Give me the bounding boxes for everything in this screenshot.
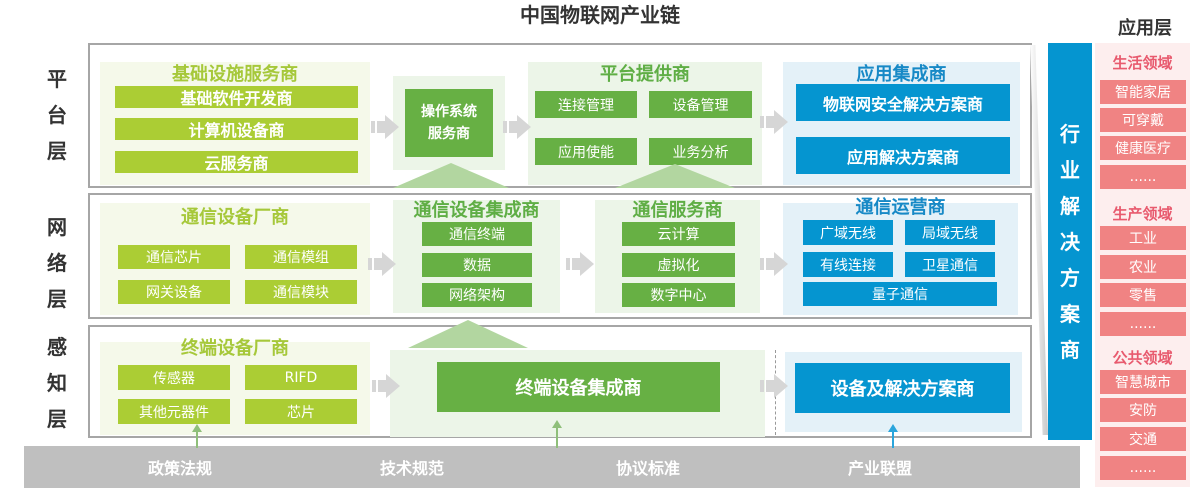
operator-item: 局域无线 bbox=[905, 220, 995, 245]
comm-service-item: 数字中心 bbox=[622, 283, 735, 307]
app-item: 交通 bbox=[1100, 427, 1186, 451]
comm-device-item: 通信模组 bbox=[245, 245, 357, 269]
app-group-title: 公共领域 bbox=[1112, 348, 1173, 367]
platform-layer-label: 平台层 bbox=[47, 67, 67, 163]
infra-item: 云服务商 bbox=[115, 151, 358, 173]
up-arrow-icon bbox=[888, 424, 898, 448]
right-arrow-icon bbox=[760, 110, 788, 134]
comm-service-item: 云计算 bbox=[622, 222, 735, 246]
right-arrow-icon bbox=[368, 252, 396, 276]
terminal-maker-item: 传感器 bbox=[118, 365, 230, 390]
comm-device-item: 通信芯片 bbox=[118, 245, 230, 269]
comm-device-title: 通信设备厂商 bbox=[181, 207, 289, 228]
right-arrow-icon bbox=[503, 115, 531, 139]
right-arrow-icon bbox=[760, 374, 788, 398]
app-item: 智能家居 bbox=[1100, 80, 1186, 104]
operator-item: 广域无线 bbox=[803, 220, 893, 245]
comm-integrator-item: 数据 bbox=[422, 253, 532, 277]
industry-solution-column: 行业解决方案商 bbox=[1048, 43, 1092, 440]
foundation-item: 政策法规 bbox=[147, 459, 212, 478]
operator-title: 通信运营商 bbox=[855, 197, 946, 218]
comm-device-item: 通信模块 bbox=[245, 280, 357, 304]
app-integrator-title: 应用集成商 bbox=[856, 64, 947, 85]
app-item: 工业 bbox=[1100, 226, 1186, 250]
comm-integrator-item: 网络架构 bbox=[422, 283, 532, 307]
platform-item: 设备管理 bbox=[649, 91, 752, 118]
app-group-title: 生产领域 bbox=[1112, 204, 1173, 223]
perception-layer-label: 感知层 bbox=[47, 335, 67, 431]
terminal-maker-item: 芯片 bbox=[245, 399, 357, 424]
app-item: 可穿戴 bbox=[1100, 108, 1186, 132]
foundation-item: 产业联盟 bbox=[847, 459, 912, 478]
platform-item: 连接管理 bbox=[535, 91, 637, 118]
infra-item: 基础软件开发商 bbox=[115, 86, 358, 108]
comm-service-item: 虚拟化 bbox=[622, 253, 735, 277]
comm-service-title: 通信服务商 bbox=[632, 200, 723, 221]
infra-item: 计算机设备商 bbox=[115, 118, 358, 140]
connector-triangle bbox=[393, 163, 509, 188]
app-group-title: 生活领域 bbox=[1112, 53, 1173, 72]
comm-integrator-item: 通信终端 bbox=[422, 222, 532, 246]
right-arrow-icon bbox=[760, 252, 788, 276]
comm-integrator-title: 通信设备集成商 bbox=[413, 200, 540, 221]
app-item: ...... bbox=[1100, 312, 1186, 336]
app-item: 健康医疗 bbox=[1100, 136, 1186, 160]
app-item: 农业 bbox=[1100, 255, 1186, 279]
app-integrator-item: 应用解决方案商 bbox=[796, 137, 1010, 174]
up-arrow-icon bbox=[192, 424, 202, 448]
app-item: ...... bbox=[1100, 165, 1186, 189]
connector-triangle bbox=[615, 164, 735, 188]
app-integrator-item: 物联网安全解决方案商 bbox=[796, 84, 1010, 121]
foundation-item: 协议标准 bbox=[615, 459, 680, 478]
network-layer-label: 网络层 bbox=[47, 215, 67, 311]
infra-title: 基础设施服务商 bbox=[172, 64, 298, 85]
app-layer-title: 应用层 bbox=[1118, 18, 1172, 39]
operator-item: 卫星通信 bbox=[905, 252, 995, 277]
operator-item: 量子通信 bbox=[803, 282, 997, 306]
industry-solution-label: 行业解决方案商 bbox=[1060, 121, 1080, 362]
terminal-maker-item: 其他元器件 bbox=[118, 399, 230, 424]
foundation-item: 技术规范 bbox=[379, 459, 444, 478]
right-arrow-icon bbox=[371, 115, 399, 139]
operator-item: 有线连接 bbox=[803, 252, 893, 277]
right-arrow-icon bbox=[372, 374, 400, 398]
up-arrow-icon bbox=[552, 420, 562, 448]
platform-item: 业务分析 bbox=[649, 138, 752, 165]
comm-device-item: 网关设备 bbox=[118, 280, 230, 304]
foundation-bar bbox=[24, 446, 1080, 488]
connector-triangle bbox=[408, 320, 528, 348]
app-item: ...... bbox=[1100, 456, 1186, 480]
terminal-maker-item: RIFD bbox=[245, 365, 357, 390]
app-item: 零售 bbox=[1100, 283, 1186, 307]
app-item: 安防 bbox=[1100, 398, 1186, 422]
app-item: 智慧城市 bbox=[1100, 370, 1186, 394]
os-service-box: 操作系统服务商 bbox=[405, 89, 493, 157]
platform-provider-title: 平台提供商 bbox=[600, 64, 690, 85]
terminal-maker-title: 终端设备厂商 bbox=[181, 338, 289, 359]
right-arrow-icon bbox=[566, 252, 594, 276]
solution-box: 设备及解决方案商 bbox=[795, 363, 1010, 413]
terminal-integrator-box: 终端设备集成商 bbox=[437, 362, 720, 412]
platform-item: 应用使能 bbox=[535, 138, 637, 165]
connector-wedge bbox=[1030, 45, 1048, 435]
diagram-title: 中国物联网产业链 bbox=[520, 2, 680, 27]
